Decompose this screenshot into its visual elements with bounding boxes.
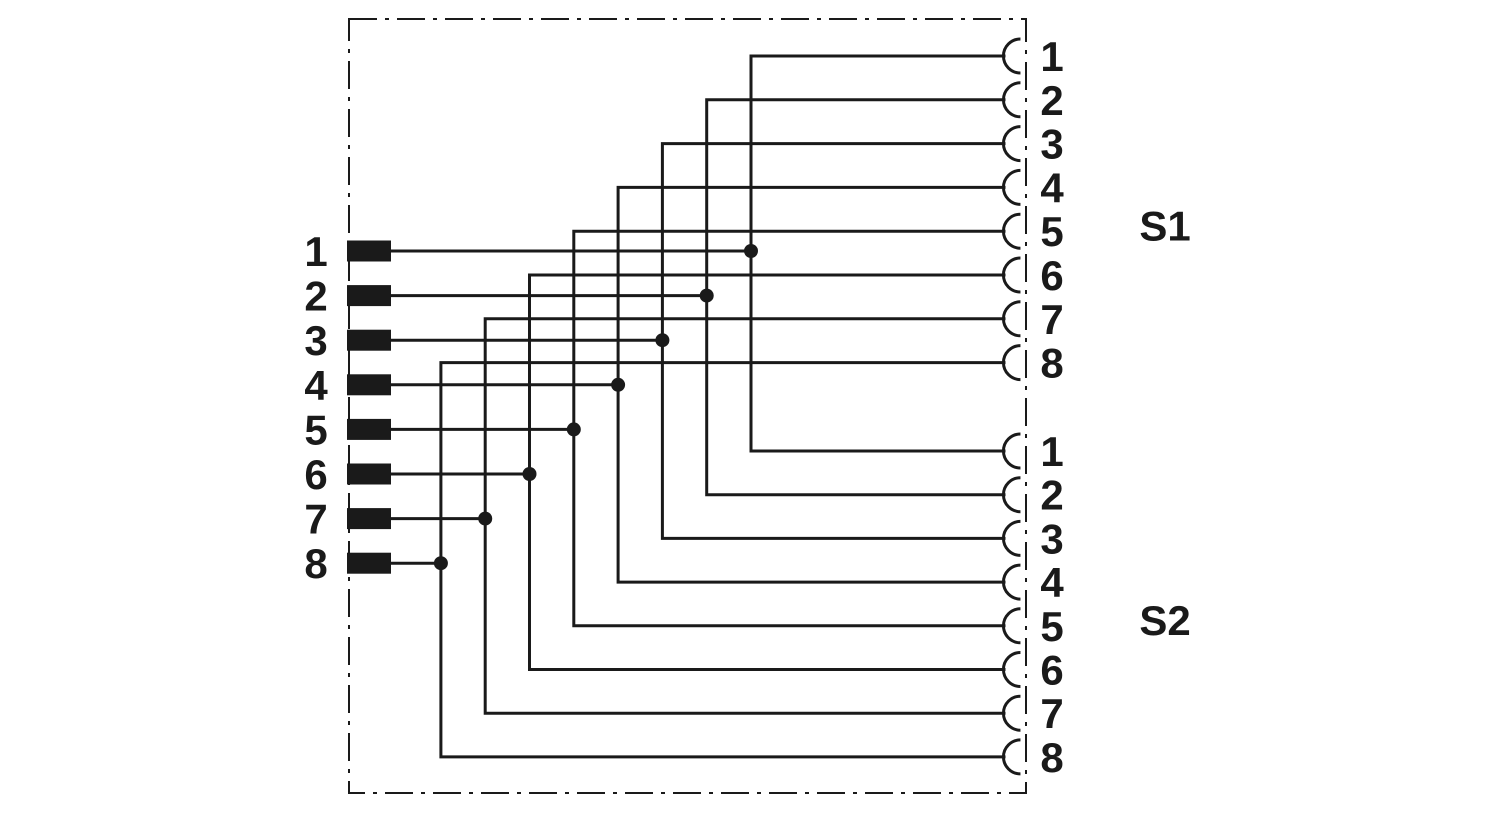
wire-bus-8 [439,361,1006,759]
wire-bus-6 [528,273,1006,671]
junction-dot-3 [655,333,670,348]
output-group-label-s2: S2 [1139,597,1190,644]
junction-dot-7 [478,511,493,526]
left-pin-contact-5 [347,418,391,440]
left-pin-label: 1 [304,228,327,275]
junction-dot-5 [566,422,581,437]
socket-s2-1 [1001,432,1021,470]
socket-s1-7 [1001,300,1021,338]
left-pin-contact-8 [347,552,391,574]
socket-s2-2 [1001,476,1021,514]
socket-s2-5 [1001,607,1021,645]
left-pin-contact-1 [347,240,391,262]
left-pin-contact-4 [347,374,391,396]
socket-s1-3 [1001,125,1021,163]
socket-pin-label: 6 [1040,647,1063,694]
left-connector-group [347,240,391,574]
junction-dot-6 [522,467,537,481]
left-pin-contact-6 [347,463,391,485]
socket-pin-label: 8 [1040,340,1063,387]
left-pin-contact-7 [347,508,391,530]
left-pin-contact-3 [347,329,391,351]
socket-s1-8 [1001,344,1021,382]
socket-s1-4 [1001,168,1021,206]
left-pin-label: 5 [304,406,327,453]
socket-s1-6 [1001,256,1021,294]
output-sockets-group [1001,37,1021,776]
socket-pin-label: 7 [1040,296,1063,343]
housing-boundary-group [348,18,1027,794]
socket-pin-label: 1 [1040,428,1063,475]
junction-dot-4 [611,377,626,392]
socket-s2-3 [1001,519,1021,557]
socket-pin-label: 3 [1040,515,1063,562]
socket-pin-label: 1 [1040,33,1063,80]
socket-pin-label: 5 [1040,208,1063,255]
left-pin-label: 6 [304,451,327,498]
housing-boundary [348,18,1027,794]
wire-bus-4 [616,185,1006,584]
output-group-label-s1: S1 [1139,202,1190,249]
socket-s2-7 [1001,694,1021,732]
socket-s1-1 [1001,37,1021,75]
left-pin-label: 4 [304,362,328,409]
left-pin-label: 7 [304,496,327,543]
junction-dot-8 [433,556,448,571]
junction-dot-2 [699,288,714,303]
left-pin-label: 3 [304,317,327,364]
wires-group [389,54,1006,759]
socket-s2-6 [1001,651,1021,688]
socket-s1-5 [1001,212,1021,250]
socket-pin-label: 4 [1040,559,1064,606]
socket-s1-2 [1001,81,1021,119]
socket-pin-label: 2 [1040,472,1063,519]
socket-pin-label: 8 [1040,734,1063,781]
left-pin-contact-2 [347,285,391,307]
socket-s2-8 [1001,738,1021,776]
wire-bus-1 [749,54,1006,453]
wire-bus-5 [572,229,1006,628]
wire-bus-3 [660,142,1006,540]
wire-bus-7 [483,317,1006,715]
socket-pin-label: 2 [1040,77,1063,124]
left-pin-label: 8 [304,540,327,587]
socket-s2-4 [1001,563,1021,601]
socket-pin-label: 7 [1040,690,1063,737]
junction-dot-1 [744,244,758,258]
socket-pin-label: 4 [1040,164,1064,211]
left-pin-label: 2 [304,273,327,320]
socket-pin-label: 6 [1040,252,1063,299]
socket-pin-label: 3 [1040,121,1063,168]
junctions-group [433,244,758,571]
socket-pin-label: 5 [1040,603,1063,650]
